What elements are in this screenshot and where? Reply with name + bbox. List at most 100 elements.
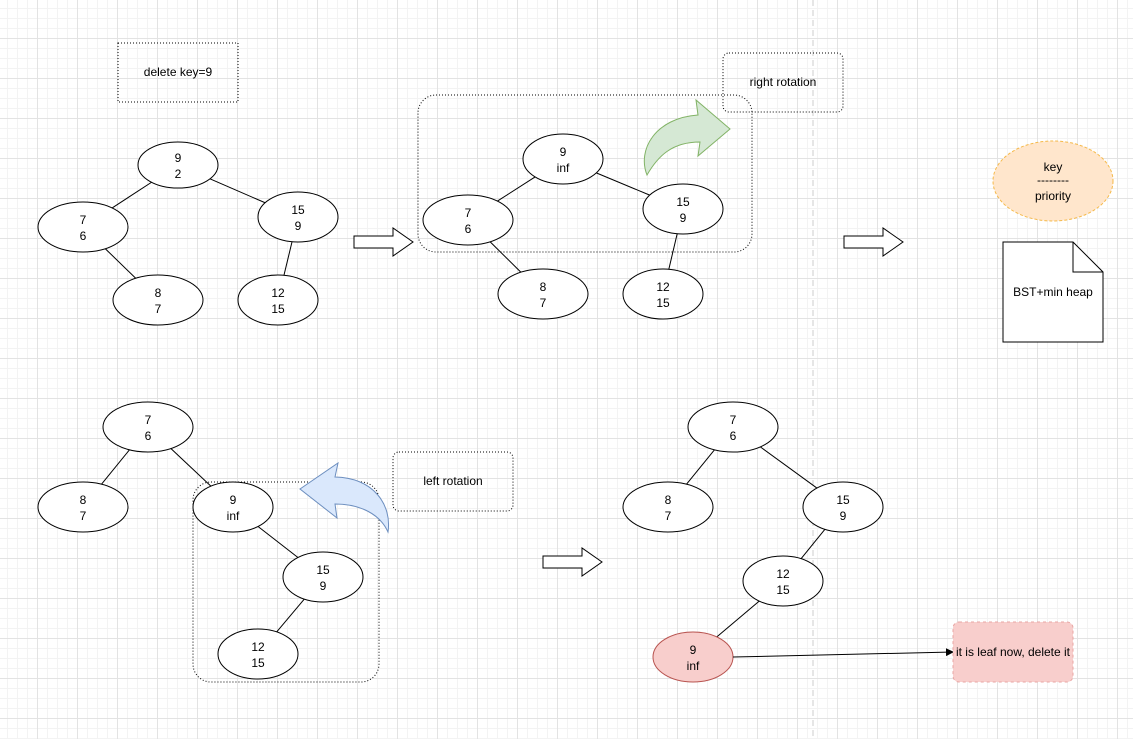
node-priority-text: 6 [145, 429, 152, 443]
legend-key-text: key [1044, 160, 1063, 174]
tree4-edge-7-15 [760, 446, 818, 489]
node-priority-text: 15 [251, 656, 265, 670]
left-rotation-label: left rotation [423, 474, 482, 488]
doc-note-text: BST+min heap [1013, 285, 1093, 299]
tree3-node-7[interactable]: 76 [102, 401, 194, 453]
tree4-edge-7-8 [686, 449, 715, 485]
tree4-edge-12-9 [716, 600, 760, 638]
edges-layer [101, 172, 826, 638]
node-priority-text: 7 [155, 302, 162, 316]
node-key-text: 8 [155, 286, 162, 300]
node-priority-text: 6 [730, 429, 737, 443]
tree2-node-9[interactable]: 9 inf [522, 133, 604, 185]
node-key-text: 15 [291, 203, 305, 217]
tree4-node-8[interactable]: 87 [622, 481, 714, 533]
node-key-text: 8 [540, 280, 547, 294]
tree3-node-9[interactable]: 9 inf [192, 481, 274, 533]
right-rotation-label-box[interactable]: right rotation [722, 52, 844, 113]
node-key-text: 7 [80, 213, 87, 227]
node-priority-text: 15 [776, 583, 790, 597]
node-key-text: 12 [776, 567, 790, 581]
right-rotation-group[interactable] [417, 94, 753, 253]
node-priority-text: 9 [840, 509, 847, 523]
tree3-edge-9-15 [257, 526, 299, 558]
step-arrow-1-icon [353, 227, 414, 257]
tree1-node-8[interactable]: 87 [112, 274, 204, 326]
tree2-node-15[interactable]: 159 [642, 183, 724, 235]
nodes-layer: 92761598712159inf7615987121576879inf1591… [37, 133, 884, 683]
right-rotation-arrow-icon[interactable] [643, 98, 731, 177]
tree2-edge-7-8 [489, 241, 522, 273]
tree2-node-8[interactable]: 87 [497, 268, 589, 320]
step-arrow-3-icon [542, 547, 603, 577]
tree4-edge-15-12 [800, 528, 826, 560]
node-key-text: 7 [465, 206, 472, 220]
node-priority-text: 9 [295, 219, 302, 233]
node-priority-text: inf [227, 509, 240, 523]
tree2-edge-15-12 [668, 233, 678, 270]
node-key-text: 9 [560, 145, 567, 159]
node-priority-text: 6 [465, 222, 472, 236]
tree3-edge-7-9 [170, 448, 212, 487]
node-priority-text: 15 [656, 296, 670, 310]
legend-priority-text: priority [1035, 189, 1071, 203]
node-key-text: 15 [676, 195, 690, 209]
step-arrow-2-icon [843, 227, 904, 257]
node-key-text: 7 [730, 413, 737, 427]
node-key-text: 9 [175, 151, 182, 165]
title-note-box[interactable]: delete key=9 [117, 42, 239, 103]
node-key-text: 15 [316, 563, 330, 577]
node-priority-text: inf [687, 659, 700, 673]
tree1-edge-7-8 [104, 248, 137, 279]
node-priority-text: 2 [175, 167, 182, 181]
tree1-node-9[interactable]: 92 [137, 141, 219, 189]
tree2-edge-9-7 [497, 176, 536, 202]
tree1-node-15[interactable]: 159 [257, 191, 339, 243]
left-rotation-group[interactable] [192, 481, 380, 683]
node-priority-text: 9 [320, 579, 327, 593]
node-key-text: 9 [690, 643, 697, 657]
legend-separator-text: -------- [1037, 173, 1069, 187]
node-priority-text: 6 [80, 229, 87, 243]
tree2-node-7[interactable]: 76 [422, 194, 514, 246]
doc-note-shape[interactable]: BST+min heap [1002, 241, 1104, 343]
tree4-node-15[interactable]: 159 [802, 481, 884, 533]
delete-connector-arrow[interactable] [732, 648, 954, 658]
node-key-text: 7 [145, 413, 152, 427]
delete-note-text: it is leaf now, delete it [956, 645, 1071, 659]
left-rotation-label-box[interactable]: left rotation [392, 451, 514, 512]
delete-note-box[interactable]: it is leaf now, delete it [952, 621, 1074, 683]
tree3-node-8[interactable]: 87 [37, 481, 129, 533]
node-key-text: 8 [80, 493, 87, 507]
tree1-edge-9-7 [111, 181, 152, 209]
node-key-text: 12 [251, 640, 265, 654]
tree2-edge-9-15 [596, 172, 650, 196]
right-rotation-label: right rotation [750, 75, 817, 89]
node-key-text: 8 [665, 493, 672, 507]
node-key-text: 15 [836, 493, 850, 507]
node-key-text: 12 [271, 286, 285, 300]
tree1-edge-15-12 [283, 241, 293, 276]
node-key-text: 9 [230, 493, 237, 507]
tree1-node-7[interactable]: 76 [37, 201, 129, 253]
node-priority-text: 9 [680, 211, 687, 225]
legend-node[interactable]: key -------- priority [992, 140, 1114, 222]
node-priority-text: 7 [80, 509, 87, 523]
tree4-node-7[interactable]: 76 [687, 401, 779, 453]
node-priority-text: 7 [540, 296, 547, 310]
tree3-edge-7-8 [101, 449, 130, 485]
title-note-text: delete key=9 [144, 65, 213, 79]
tree4-node-9[interactable]: 9 inf [652, 631, 734, 683]
tree1-edge-9-15 [209, 178, 266, 204]
left-rotation-arrow-icon[interactable] [299, 461, 390, 534]
node-key-text: 12 [656, 280, 670, 294]
node-priority-text: inf [557, 161, 570, 175]
tree3-edge-15-12 [276, 598, 305, 633]
tree3-node-15[interactable]: 159 [282, 551, 364, 603]
node-priority-text: 7 [665, 509, 672, 523]
